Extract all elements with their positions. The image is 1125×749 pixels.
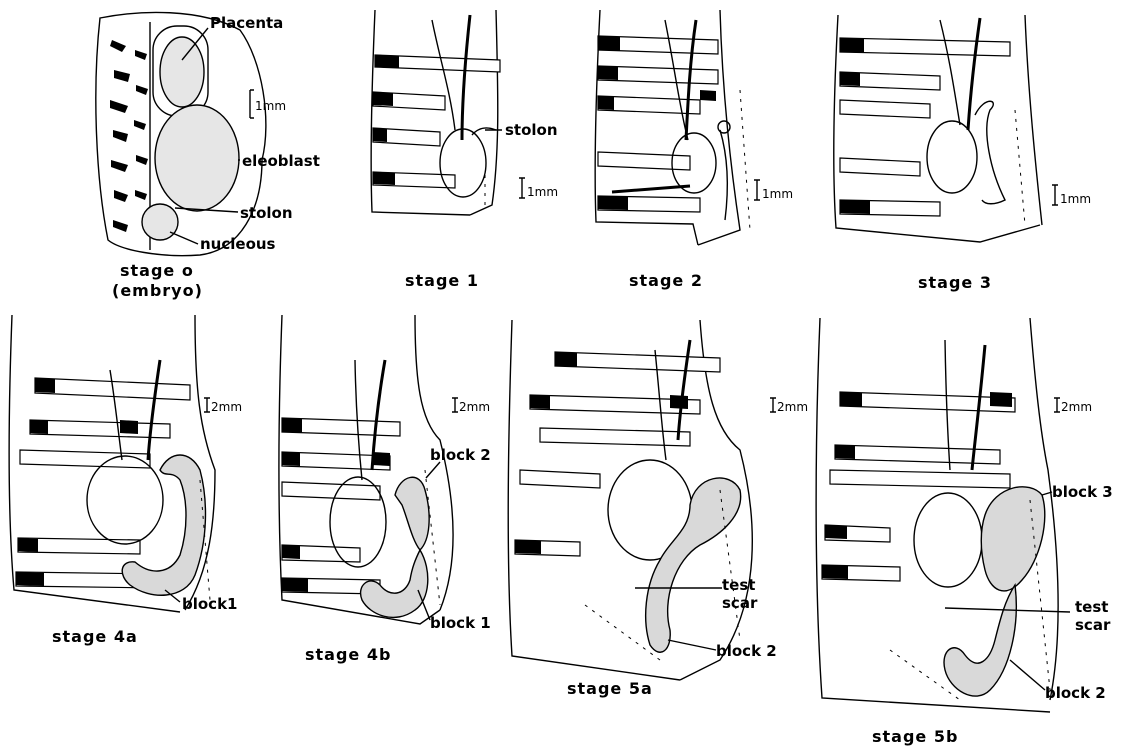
- eleoblast: [927, 121, 977, 193]
- scale-label: 2mm: [777, 400, 808, 414]
- scale-label: 2mm: [459, 400, 490, 414]
- caption-stage-1: stage 1: [405, 271, 479, 290]
- caption-stage-2: stage 2: [629, 271, 703, 290]
- eleoblast: [87, 456, 163, 544]
- panel-stage-4a: 2mm block1 stage 4a: [9, 315, 242, 646]
- label-test: test: [1075, 598, 1108, 616]
- stolon-block-2: [395, 477, 429, 550]
- label-block-3: block 3: [1052, 483, 1113, 501]
- panel-stage-1: 1mm stolon stage 1: [371, 10, 558, 290]
- panel-stage-3: 1mm stage 3: [834, 15, 1091, 292]
- scale-label: 2mm: [211, 400, 242, 414]
- caption-stage-0: stage o: [120, 261, 194, 280]
- stolon-block-2: [646, 478, 741, 652]
- label-block1: block1: [182, 595, 238, 613]
- scale-label: 1mm: [527, 185, 558, 199]
- caption-stage-4b: stage 4b: [305, 645, 391, 664]
- label-test: test: [722, 576, 755, 594]
- label-stolon: stolon: [505, 121, 558, 139]
- scale-label: 1mm: [255, 99, 286, 113]
- label-eleoblast: eleoblast: [242, 152, 320, 170]
- label-stolon: stolon: [240, 204, 293, 222]
- eleoblast: [914, 493, 982, 587]
- panel-stage-4b: 2mm block 2 block 1 stage 4b: [279, 315, 491, 664]
- panel-stage-5a: 2mm test scar block 2 stage 5a: [508, 320, 808, 698]
- nucleous-leader: [170, 232, 198, 244]
- caption-stage-5a: stage 5a: [567, 679, 653, 698]
- scale-label: 2mm: [1061, 400, 1092, 414]
- nucleous: [142, 204, 178, 240]
- placenta: [160, 37, 204, 107]
- caption-stage-5b: stage 5b: [872, 727, 958, 746]
- scale-label: 1mm: [1060, 192, 1091, 206]
- label-block-1: block 1: [430, 614, 491, 632]
- label-block-2: block 2: [716, 642, 777, 660]
- caption-stage-3: stage 3: [918, 273, 992, 292]
- eleoblast: [155, 105, 239, 211]
- stolon-block-3: [981, 487, 1045, 591]
- label-scar: scar: [722, 594, 758, 612]
- panel-stage-0: 1mm Placenta eleoblast stolon nucleous s…: [96, 12, 320, 300]
- label-scar: scar: [1075, 616, 1111, 634]
- label-block-2: block 2: [430, 446, 491, 464]
- stolon-block-1: [361, 550, 428, 617]
- stolon-block-1: [122, 455, 205, 595]
- caption-stage-4a: stage 4a: [52, 627, 138, 646]
- label-nucleous: nucleous: [200, 235, 276, 253]
- scale-bar: [250, 90, 254, 118]
- scale-label: 1mm: [762, 187, 793, 201]
- label-placenta: Placenta: [210, 14, 283, 32]
- panel-stage-2: 1mm stage 2: [595, 10, 793, 290]
- stolon-block-2: [944, 585, 1016, 696]
- panel-stage-5b: 2mm block 3 test scar block 2 stage 5b: [816, 318, 1113, 746]
- caption-stage-0-sub: (embryo): [112, 281, 203, 300]
- label-block-2: block 2: [1045, 684, 1106, 702]
